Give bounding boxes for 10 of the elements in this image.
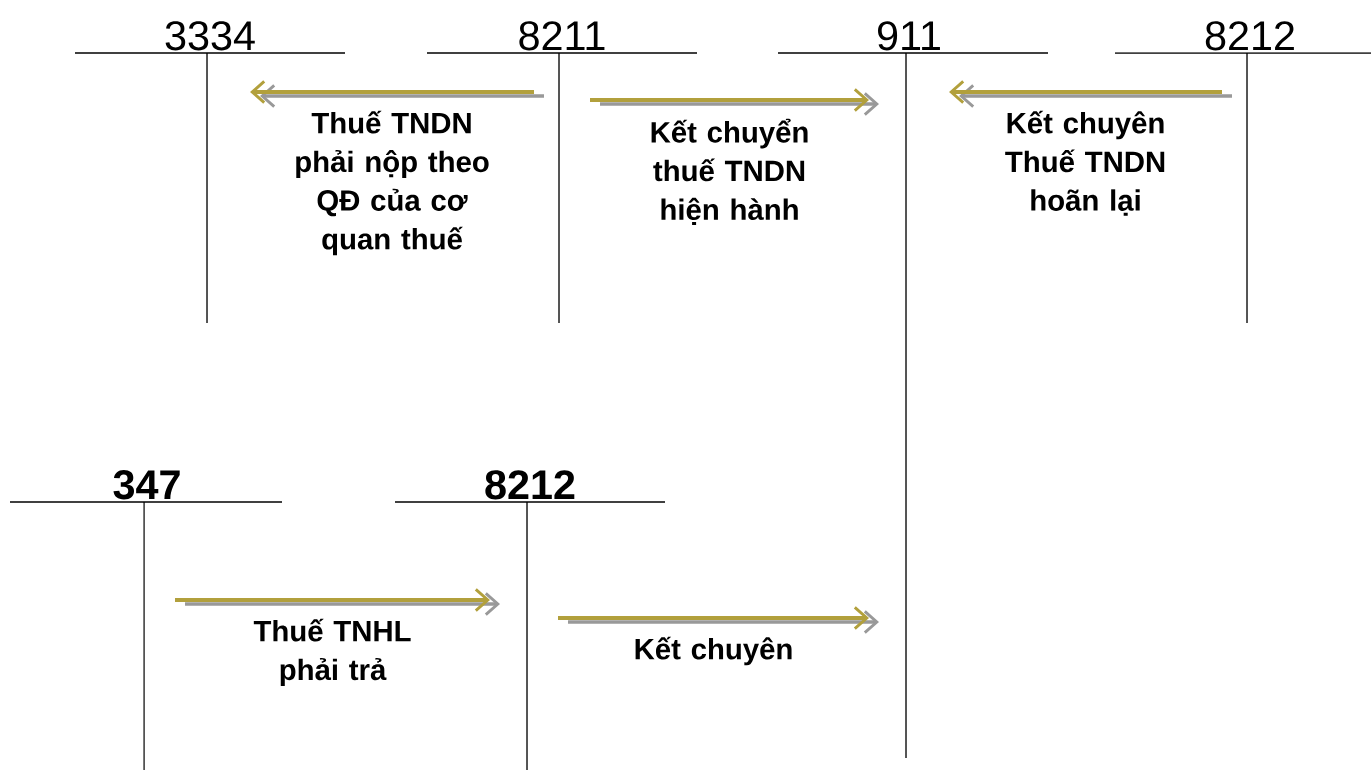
arrow [949,80,1232,108]
arrow [558,606,879,634]
edge-label: Kết chuyên Thuế TNDN hoãn lại [1005,110,1165,216]
edge-label: Thuế TNHL phải trả [253,618,411,686]
edge-label: Thuế TNDN phải nộp theo QĐ của cơ quan thuế [296,110,489,256]
arrow [175,588,500,616]
arrow [250,80,544,108]
edge-label: Kết chuyển thuế TNDN hiện hành [651,118,808,225]
edge-label: Kết chuyên [635,636,792,666]
arrow [590,88,879,116]
